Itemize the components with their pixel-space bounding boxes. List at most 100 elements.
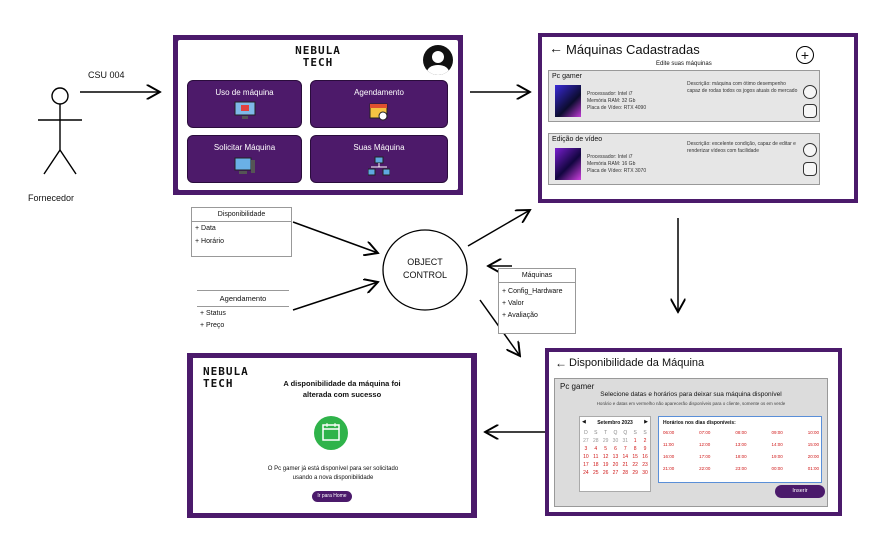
calendar-day[interactable]: 16 xyxy=(642,454,648,460)
machine-card[interactable]: Edição de vídeo Processador: Intel i7 Me… xyxy=(548,133,820,185)
time-slot[interactable]: 23:00 xyxy=(735,466,747,471)
weekday: S xyxy=(633,430,637,436)
back-arrow-icon[interactable]: ← xyxy=(549,40,563,56)
time-slot[interactable]: 11:00 xyxy=(663,442,674,447)
class-title: Disponibilidade xyxy=(192,208,291,222)
settings-gear-icon[interactable] xyxy=(803,85,817,99)
time-slot[interactable]: 19:00 xyxy=(771,454,783,459)
registered-subtitle: Edite suas máquinas xyxy=(656,61,712,67)
calendar-day[interactable]: 25 xyxy=(592,470,599,476)
availability-note: Horário e datas em vermelho não aparecer… xyxy=(596,401,786,406)
time-slot[interactable]: 01:00 xyxy=(807,466,819,471)
calendar-day[interactable]: 27 xyxy=(583,438,589,444)
calendar-day[interactable]: 28 xyxy=(622,470,629,476)
success-screen: NEBULA TECH A disponibilidade da máquina… xyxy=(187,353,477,518)
edit-calendar-icon[interactable] xyxy=(803,104,817,118)
weekday: S xyxy=(643,430,647,436)
machine-card[interactable]: Pc gamer Processador: Intel i7 Memória R… xyxy=(548,70,820,122)
go-home-button[interactable]: Ir para Home xyxy=(312,491,352,502)
calendar-day[interactable]: 29 xyxy=(602,438,609,444)
calendar-day[interactable]: 14 xyxy=(622,454,629,460)
calendar-day[interactable]: 12 xyxy=(602,454,609,460)
calendar-day[interactable]: 13 xyxy=(612,454,619,460)
settings-gear-icon[interactable] xyxy=(803,143,817,157)
actor-label: Fornecedor xyxy=(28,193,75,203)
time-slot[interactable]: 22:00 xyxy=(699,466,711,471)
avatar-icon[interactable] xyxy=(423,45,453,75)
weekday: Q xyxy=(613,430,618,436)
calendar-day[interactable]: 31 xyxy=(622,438,629,444)
calendar-day[interactable]: 21 xyxy=(622,462,629,468)
home-screen: NEBULA TECH Uso de máquina Agendamento S… xyxy=(173,35,463,195)
calendar-day[interactable]: 28 xyxy=(592,438,599,444)
time-slot[interactable]: 17:00 xyxy=(699,454,711,459)
calendar-day[interactable]: 27 xyxy=(612,470,619,476)
home-screen-body: NEBULA TECH Uso de máquina Agendamento S… xyxy=(178,40,458,190)
calendar-day[interactable]: 10 xyxy=(583,454,589,460)
tile-solicitar-maquina[interactable]: Solicitar Máquina xyxy=(187,135,302,183)
back-arrow-icon[interactable]: ← xyxy=(555,356,567,370)
calendar-day[interactable]: 15 xyxy=(632,454,638,460)
time-slot[interactable]: 21:00 xyxy=(663,466,675,471)
class-attribute: + Config_Hardware xyxy=(502,288,563,295)
registered-screen: ← Máquinas Cadastradas + Edite suas máqu… xyxy=(538,33,858,203)
class-title: Agendamento xyxy=(197,291,289,307)
time-slot[interactable]: 20:00 xyxy=(807,454,819,459)
calendar-day[interactable]: 22 xyxy=(632,462,638,468)
success-message: O Pc gamer já está disponível para ser s… xyxy=(267,466,399,481)
time-slot[interactable]: 13:00 xyxy=(735,442,747,447)
calendar-day[interactable]: 17 xyxy=(583,462,589,468)
time-slot[interactable]: 14:00 xyxy=(771,442,783,447)
next-month-icon[interactable]: ▶ xyxy=(644,419,648,425)
time-slot[interactable]: 06:00 xyxy=(663,430,675,435)
calendar-day[interactable]: 2 xyxy=(643,438,647,444)
calendar-day[interactable]: 18 xyxy=(592,462,599,468)
edit-calendar-icon[interactable] xyxy=(803,162,817,176)
calendar-day[interactable]: 8 xyxy=(633,446,637,452)
calendar-day[interactable]: 19 xyxy=(602,462,609,468)
time-slot[interactable]: 16:00 xyxy=(663,454,675,459)
calendar-week: 27 28 29 30 31 1 2 xyxy=(581,437,650,445)
calendar-week: 10 11 12 13 14 15 16 xyxy=(581,453,650,461)
insert-button[interactable]: Inserir xyxy=(775,485,825,498)
calendar-day[interactable]: 9 xyxy=(643,446,647,452)
time-slot[interactable]: 18:00 xyxy=(735,454,747,459)
calendar-day[interactable]: 20 xyxy=(612,462,619,468)
time-slot[interactable]: 09:00 xyxy=(771,430,783,435)
calendar-day[interactable]: 26 xyxy=(602,470,609,476)
machine-thumbnail xyxy=(555,148,581,180)
calendar-day[interactable]: 24 xyxy=(583,470,589,476)
spec-line: Placa de Vídeo: RTX 4090 xyxy=(587,104,647,111)
calendar-day[interactable]: 6 xyxy=(614,446,617,452)
calendar-month: Setembro 2023 xyxy=(597,420,633,426)
availability-instruction: Selecione datas e horários para deixar s… xyxy=(600,391,782,398)
calendar-day[interactable]: 29 xyxy=(632,470,638,476)
calendar-day[interactable]: 5 xyxy=(604,446,607,452)
tile-suas-maquina[interactable]: Suas Máquina xyxy=(310,135,448,183)
time-slot[interactable]: 08:00 xyxy=(735,430,747,435)
time-slot[interactable]: 00:00 xyxy=(771,466,783,471)
tile-agendamento[interactable]: Agendamento xyxy=(310,80,448,128)
success-logo: NEBULA TECH xyxy=(203,366,253,389)
time-slot[interactable]: 10:00 xyxy=(807,430,819,435)
calendar-day[interactable]: 11 xyxy=(593,454,599,460)
object-control-label: OBJECT CONTROL xyxy=(395,256,455,281)
weekday: D xyxy=(584,430,588,436)
calendar-day[interactable]: 1 xyxy=(633,438,637,444)
monitor-icon xyxy=(234,101,255,119)
tile-uso-de-maquina[interactable]: Uso de máquina xyxy=(187,80,302,128)
calendar-day[interactable]: 7 xyxy=(623,446,627,452)
time-slot[interactable]: 12:00 xyxy=(698,442,711,447)
calendar-day[interactable]: 30 xyxy=(642,470,648,476)
tile-label: Uso de máquina xyxy=(215,88,274,97)
add-machine-icon[interactable]: + xyxy=(796,46,814,64)
calendar-day[interactable]: 4 xyxy=(594,446,598,452)
calendar-day[interactable]: 23 xyxy=(642,462,648,468)
time-slot[interactable]: 15:00 xyxy=(807,442,819,447)
prev-month-icon[interactable]: ◀ xyxy=(582,419,586,425)
calendar-day[interactable]: 3 xyxy=(584,446,588,452)
computer-icon xyxy=(234,157,255,174)
calendar-day[interactable]: 30 xyxy=(612,438,619,444)
time-slot[interactable]: 07:00 xyxy=(699,430,711,435)
machine-description: Descrição: máquina com ótimo desempenho … xyxy=(687,81,798,94)
